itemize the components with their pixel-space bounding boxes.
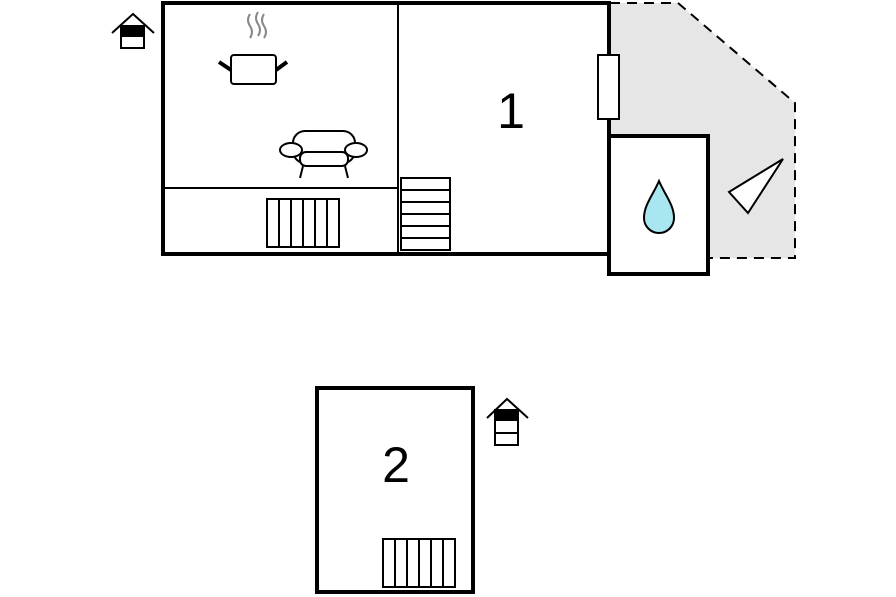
bathroom (607, 134, 710, 276)
stairs-icon (400, 177, 451, 251)
sofa-icon (279, 130, 368, 179)
room-2-label: 2 (382, 437, 410, 493)
floor-level-icon (111, 12, 155, 49)
radiator-icon (266, 198, 340, 248)
floor-level-icon (486, 397, 529, 446)
terrace-area (610, 1, 796, 259)
upper-floor-walls (161, 1, 611, 256)
room-1-label: 1 (497, 83, 525, 139)
water-drop-icon (642, 178, 676, 234)
compass-icon (727, 158, 784, 215)
radiator-icon (382, 538, 456, 588)
window-icon (597, 54, 620, 120)
cooking-pot-icon (217, 11, 289, 85)
lower-floor-walls (315, 386, 475, 594)
